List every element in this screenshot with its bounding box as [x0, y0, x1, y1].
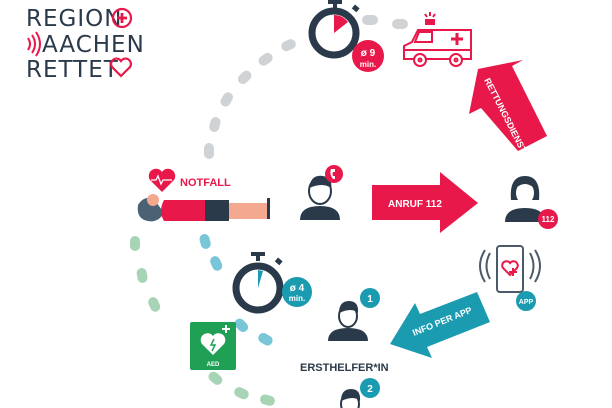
- ersthelfer-label: ERSTHELFER*IN: [300, 362, 389, 374]
- time-unit: min.: [289, 294, 305, 303]
- time-value: ø 9: [361, 48, 376, 59]
- plus-circle-icon: [111, 7, 133, 29]
- heart-pulse-icon: [148, 168, 176, 192]
- app-badge-label: APP: [519, 299, 534, 306]
- anruf-112-arrow: ANRUF 112: [372, 172, 478, 233]
- time-unit: min.: [360, 60, 376, 69]
- stopwatch-icon-ambulance: [308, 0, 360, 59]
- first-responder-1-icon: [328, 301, 368, 341]
- logo: REGION AACHEN RETTET: [26, 6, 145, 83]
- lying-patient-illustration: [137, 194, 270, 222]
- time-badge-ambulance: ø 9 min.: [352, 40, 384, 72]
- aed-icon: AED: [190, 322, 236, 370]
- logo-line-2: AACHEN: [42, 32, 145, 58]
- logo-line-3: RETTET: [26, 57, 119, 83]
- caller-person-icon: [300, 175, 340, 220]
- helper-number: 1: [367, 294, 373, 305]
- helper-number: 2: [367, 384, 373, 395]
- helper-badge-2: 2: [360, 378, 380, 398]
- ambulance-icon: [403, 12, 472, 67]
- notfall-label: NOTFALL: [180, 177, 231, 189]
- info-per-app-arrow: INFO PER APP: [390, 292, 490, 358]
- phone-badge-icon: [325, 165, 343, 183]
- helper-badge-1: 1: [360, 288, 380, 308]
- dispatcher-icon: [505, 176, 545, 222]
- badge-112: 112: [538, 209, 558, 229]
- dotted-path-first-responder: [199, 234, 273, 346]
- time-value: ø 4: [290, 283, 305, 294]
- first-responder-2-icon: [340, 389, 361, 408]
- badge-112-label: 112: [542, 215, 555, 224]
- time-badge-first-responder: ø 4 min.: [282, 277, 312, 307]
- rettungsdienst-arrow: RETTUNGSDIENST: [469, 60, 547, 155]
- smartphone-app-icon: [479, 245, 541, 293]
- dotted-path-aed: [130, 236, 275, 406]
- stopwatch-icon-first-responder: [232, 252, 284, 314]
- heart-outline-icon: [110, 57, 132, 78]
- app-badge: APP: [516, 291, 536, 311]
- signal-waves-icon: [27, 31, 41, 57]
- logo-line-1: REGION: [26, 6, 122, 32]
- anruf-label: ANRUF 112: [388, 199, 442, 210]
- dotted-path-ambulance: [204, 15, 408, 159]
- aed-label: AED: [207, 362, 220, 368]
